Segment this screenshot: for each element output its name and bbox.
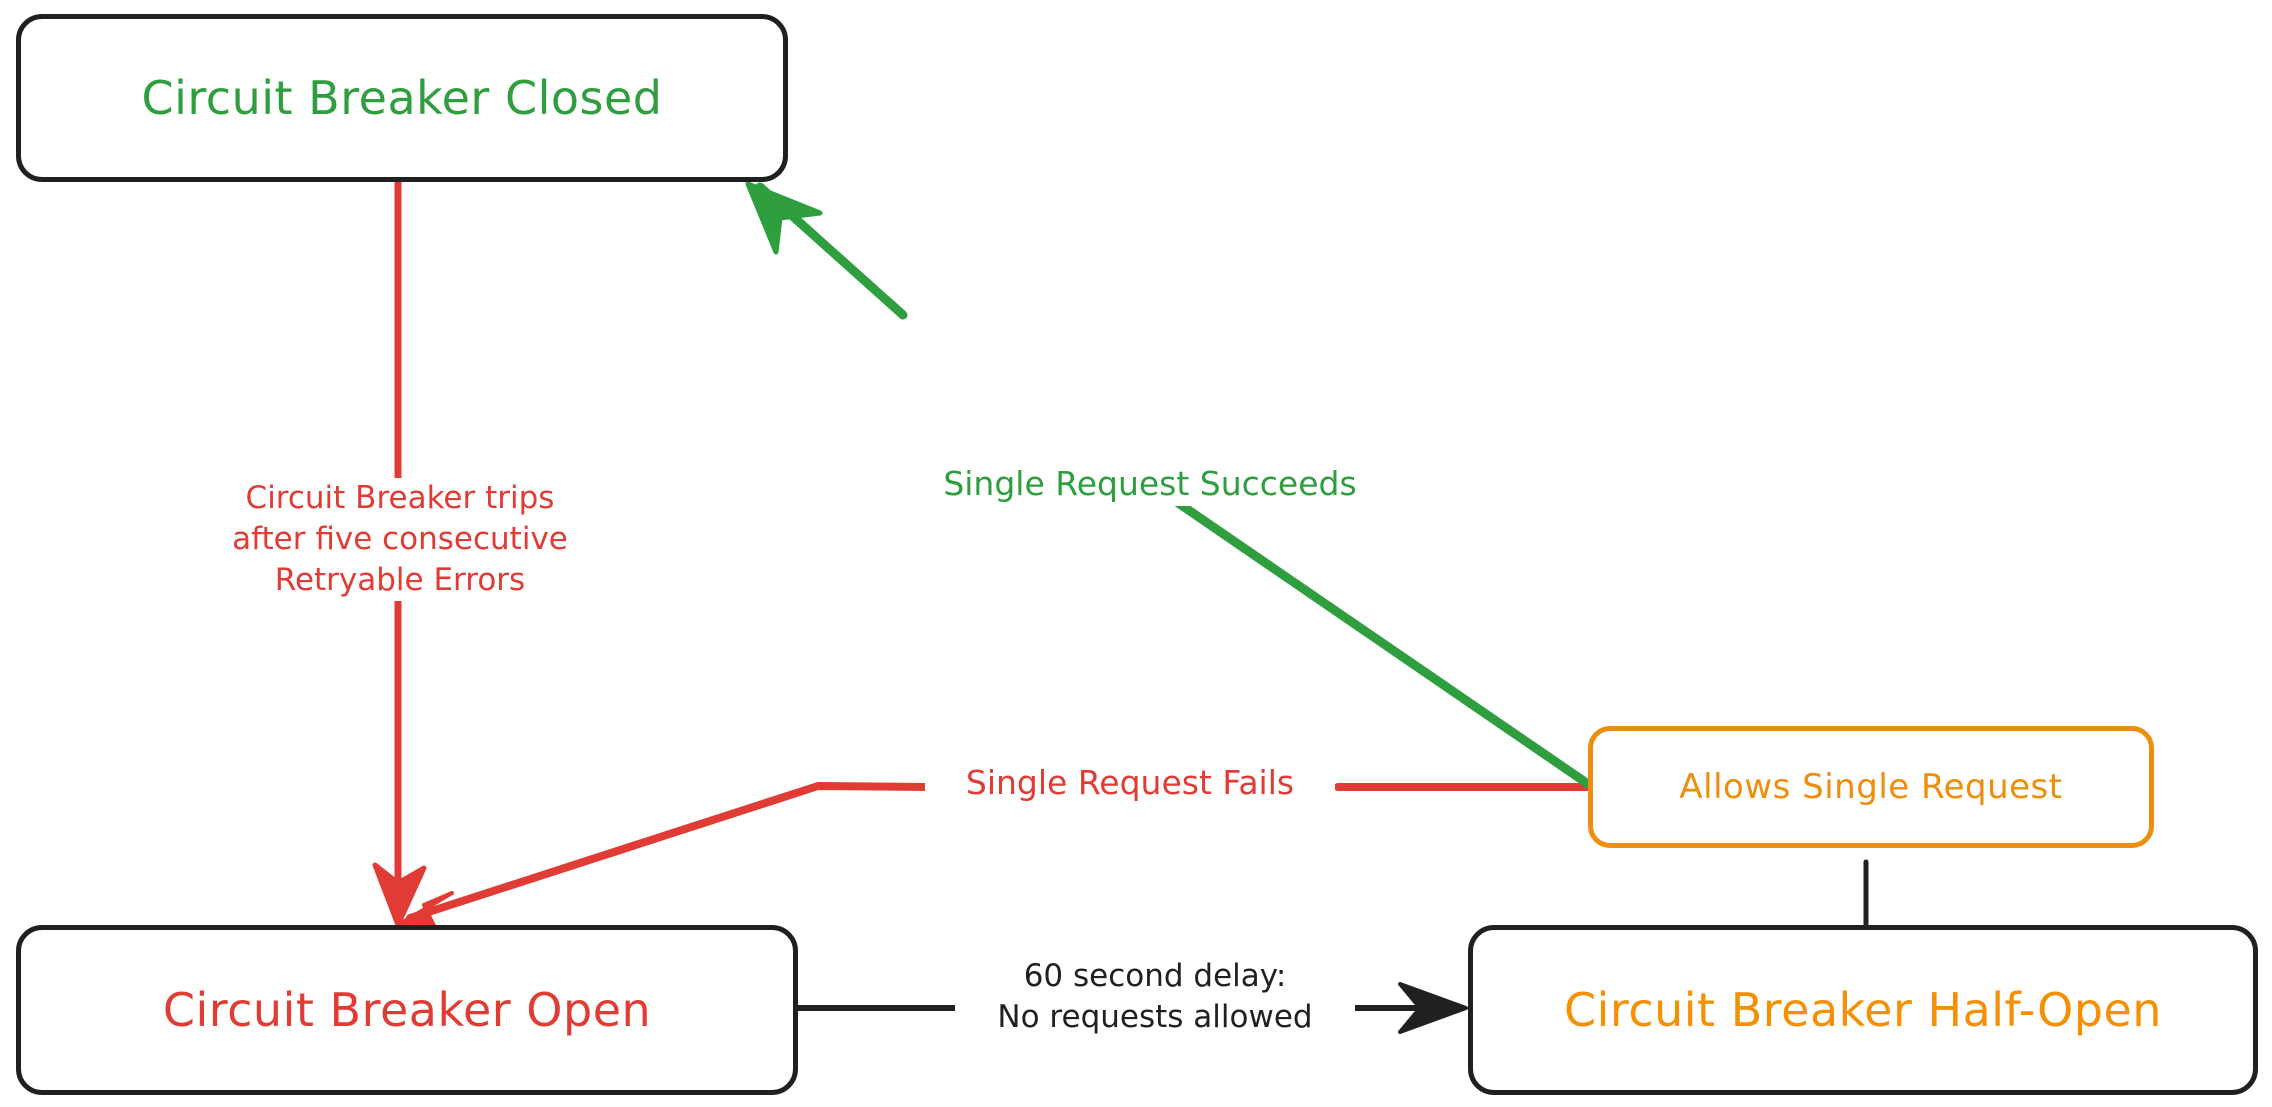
edge-closed-to-open (372, 178, 427, 928)
node-allows-single-request[interactable]: Allows Single Request (1588, 726, 2154, 848)
node-label-circuit-breaker-half-open: Circuit Breaker Half-Open (1564, 983, 2162, 1037)
node-circuit-breaker-closed[interactable]: Circuit Breaker Closed (16, 14, 788, 182)
edge-open-to-half-open (795, 982, 1468, 1034)
edge-allows-to-open (396, 782, 1592, 932)
node-label-allows-single-request: Allows Single Request (1679, 767, 2063, 807)
node-circuit-breaker-open[interactable]: Circuit Breaker Open (16, 925, 798, 1095)
edge-allows-to-closed (745, 181, 1593, 789)
node-circuit-breaker-half-open[interactable]: Circuit Breaker Half-Open (1468, 925, 2258, 1095)
node-label-circuit-breaker-closed: Circuit Breaker Closed (141, 71, 663, 125)
node-label-circuit-breaker-open: Circuit Breaker Open (162, 983, 652, 1037)
